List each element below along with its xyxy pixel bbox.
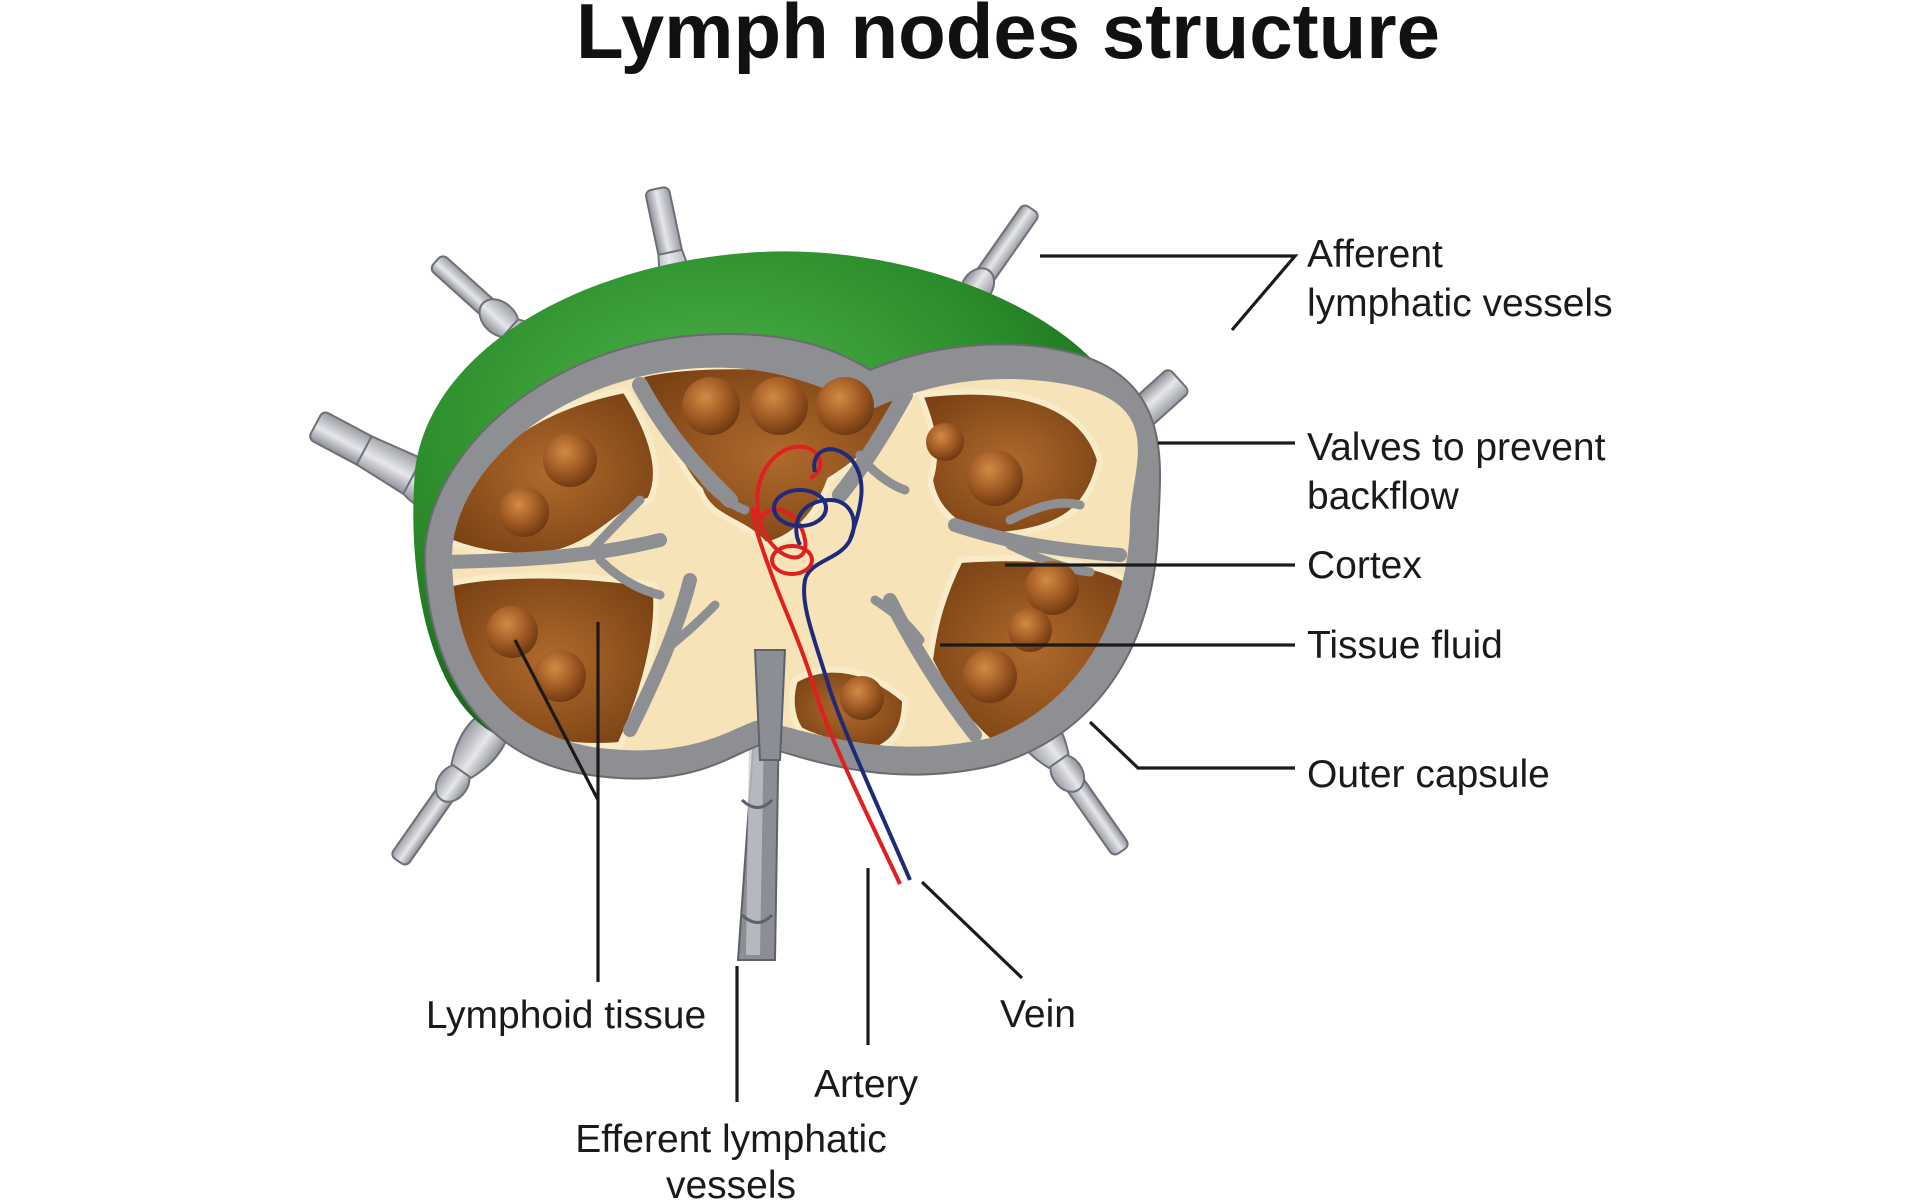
artery bbox=[750, 444, 902, 885]
label-vein: Vein bbox=[1000, 993, 1076, 1036]
label-valves-line1: Valves to prevent bbox=[1307, 426, 1606, 469]
label-artery: Artery bbox=[814, 1063, 919, 1106]
follicle bbox=[499, 487, 549, 537]
vein bbox=[794, 447, 912, 881]
leader-outer-capsule bbox=[1088, 720, 1295, 770]
labels: Afferent lymphatic vessels Valves to pre… bbox=[426, 233, 1613, 1200]
label-lymphoid-tissue: Lymphoid tissue bbox=[426, 994, 706, 1037]
leader-vein bbox=[920, 880, 1024, 980]
follicle bbox=[1025, 561, 1079, 615]
leader-lines bbox=[513, 254, 1299, 1102]
lymphoid-follicles bbox=[486, 377, 1079, 720]
follicle bbox=[963, 649, 1017, 703]
follicle bbox=[967, 450, 1023, 506]
follicle bbox=[816, 377, 874, 435]
follicle bbox=[926, 423, 964, 461]
label-afferent-line1: Afferent bbox=[1307, 233, 1443, 276]
leader-lymphoid-tissue bbox=[513, 622, 600, 982]
follicle bbox=[682, 377, 740, 435]
follicle bbox=[750, 377, 808, 435]
trabeculae bbox=[451, 377, 1127, 742]
label-efferent-line2: vessels bbox=[666, 1164, 796, 1200]
follicle bbox=[486, 606, 538, 658]
follicle bbox=[840, 676, 884, 720]
efferent-vessel-hilum bbox=[753, 649, 787, 761]
label-efferent-line1: Efferent lymphatic bbox=[575, 1118, 886, 1161]
label-valves-line2: backflow bbox=[1307, 475, 1460, 518]
label-outer-capsule: Outer capsule bbox=[1307, 753, 1550, 796]
label-afferent-line2: lymphatic vessels bbox=[1307, 282, 1613, 325]
blood-vessels bbox=[750, 444, 912, 885]
follicle bbox=[543, 433, 597, 487]
diagram-title: Lymph nodes structure bbox=[576, 0, 1440, 75]
follicle bbox=[1008, 608, 1052, 652]
leader-afferent bbox=[1040, 254, 1299, 332]
label-tissue-fluid: Tissue fluid bbox=[1307, 624, 1503, 667]
label-cortex: Cortex bbox=[1307, 544, 1422, 587]
follicle bbox=[534, 650, 586, 702]
